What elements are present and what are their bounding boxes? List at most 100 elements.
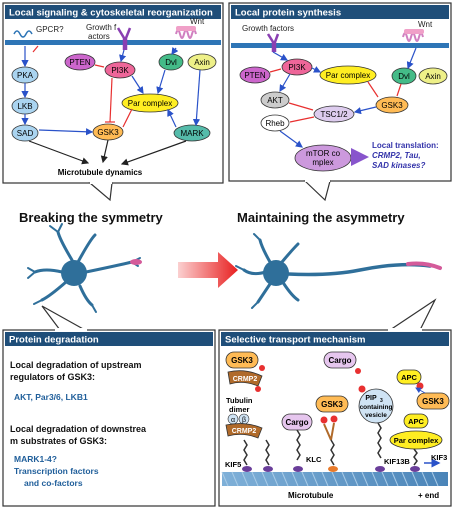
upstream-items: AKT, Par3/6, LKB1 (14, 392, 88, 402)
edge-mark-mt (120, 140, 187, 166)
pi3k-label: PI3K (111, 66, 129, 75)
breaking-symmetry-label: Breaking the symmetry (19, 210, 164, 225)
edge-gsk3-apc (415, 387, 426, 394)
wnt-label: Wnt (418, 20, 433, 29)
pip3-vesicle-node (358, 388, 394, 424)
edge-pi3k-par (131, 75, 144, 95)
panel-title-bar (231, 5, 449, 19)
kif13b-label: KIF13B (384, 457, 410, 466)
kif13b-head-icon (375, 466, 385, 472)
callout-tail (41, 305, 88, 331)
panel-protein-degradation: Protein degradation Local degradation of… (2, 305, 216, 507)
edge-dvl-par (156, 69, 166, 95)
gsk3-left-label: GSK3 (231, 356, 253, 365)
dvl-node (158, 53, 184, 71)
par-complex-label: Par complex (326, 71, 370, 80)
apc-top-node (396, 369, 422, 385)
axon-tip-icon (406, 261, 442, 270)
apc-mid-node (403, 413, 429, 429)
tsc-label: TSC1/2 (320, 110, 348, 119)
kif3-label: KIF3 (431, 453, 447, 462)
par-complex-node (319, 65, 377, 85)
pip3-label-line2: containing (360, 404, 393, 411)
pip3-subscript: 3 (380, 398, 383, 404)
panel-title: Local signaling & cytoskeletal reorganiz… (9, 8, 213, 19)
kinesin-head-icon (263, 466, 273, 472)
pi3k-node (281, 58, 313, 76)
cargo-mid-label: Cargo (285, 418, 308, 427)
edge-wnt-dvl (406, 47, 417, 70)
maintaining-asymmetry-label: Maintaining the asymmetry (237, 210, 405, 225)
edge-pi3k-gsk3 (109, 77, 113, 123)
edge-pten-pi3k (94, 64, 105, 68)
edge-tsc-rheb (289, 116, 315, 123)
neuron-symmetric-icon (27, 223, 141, 313)
pip3-label-line1: PIP (365, 395, 377, 402)
panel-frame (2, 2, 224, 184)
phospho-marker (330, 415, 338, 423)
wnt-ligand-icon (176, 26, 196, 31)
kif5-label: KIF5 (225, 460, 241, 469)
wnt-ligand-icon (404, 29, 424, 34)
sad-label: SAD (17, 129, 34, 138)
downstream-line2: m substrates of GSK3: (10, 436, 107, 446)
panel-selective-transport: Selective transport mechanism Microtubul… (218, 298, 452, 507)
plus-end-label: + end (418, 491, 439, 500)
pi3k-label: PI3K (288, 63, 306, 72)
klc-stalk-icon (330, 439, 335, 466)
mark-node (173, 124, 211, 142)
progression-arrow-icon (178, 252, 238, 288)
kinesin-stalk-icon (265, 439, 270, 466)
crmp2-bottom-label: CRMP2 (232, 428, 257, 435)
growth-factor-label-line2: actors (88, 32, 110, 41)
par-complex-label: Par complex (394, 436, 439, 445)
rheb-label: Rheb (265, 119, 285, 128)
par-complex-node (121, 93, 179, 113)
par-complex-node (389, 430, 443, 450)
growth-factor-receptor-icon (266, 33, 280, 52)
apc-top-label: APC (401, 373, 417, 382)
edge-pten-pi3k (269, 68, 282, 73)
pten-node (239, 66, 271, 84)
gsk3-label: GSK3 (97, 128, 119, 137)
mtor-label-line2: mplex (312, 158, 333, 167)
edge-dvl-gsk3 (396, 83, 402, 97)
dvl-label: Dvl (398, 72, 410, 81)
edge-sad-gsk3 (38, 128, 94, 136)
kif3-head-icon (410, 466, 420, 472)
panel-frame (2, 329, 216, 507)
callout-tail-mask (90, 181, 112, 184)
phospho-marker (358, 385, 366, 393)
cell-membrane (231, 43, 449, 48)
pip3-label-line3: vesicle (365, 412, 387, 419)
gsk3-right-label: GSK3 (422, 397, 444, 406)
cargo-top-node (323, 351, 357, 369)
klc-head-icon (328, 466, 338, 472)
gsk3-right-node (416, 392, 450, 410)
edge-par-gsk3 (122, 108, 133, 128)
edge-rheb-mtor (279, 130, 303, 148)
panel-local-signaling: Local signaling & cytoskeletal reorganiz… (2, 2, 224, 202)
axin-node (418, 67, 448, 85)
phospho-marker (320, 416, 328, 424)
panel-title-bar (5, 5, 221, 19)
callout-tail-mask (55, 328, 87, 332)
growth-factor-receptor-icon (116, 27, 132, 50)
alpha-label: α (231, 417, 235, 424)
wnt-label: Wnt (190, 17, 205, 26)
klc-label: KLC (306, 455, 322, 464)
microtubule-texture (221, 471, 439, 487)
edge-mark-par (167, 108, 177, 128)
gsk3-node (375, 96, 409, 114)
neurite-tip-icon (130, 259, 142, 265)
edge-pi3k-akt (279, 73, 291, 93)
mark-label: MARK (180, 129, 204, 138)
downstream-item3: and co-factors (24, 478, 83, 488)
gsk3-left-node (225, 351, 259, 369)
downstream-item2: Transcription factors (14, 466, 99, 476)
axin-label: Axin (194, 58, 210, 67)
upstream-line1: Local degradation of upstream (10, 360, 142, 370)
mtor-label-line1: mTOR co (306, 149, 341, 158)
callout-tail (88, 182, 113, 202)
